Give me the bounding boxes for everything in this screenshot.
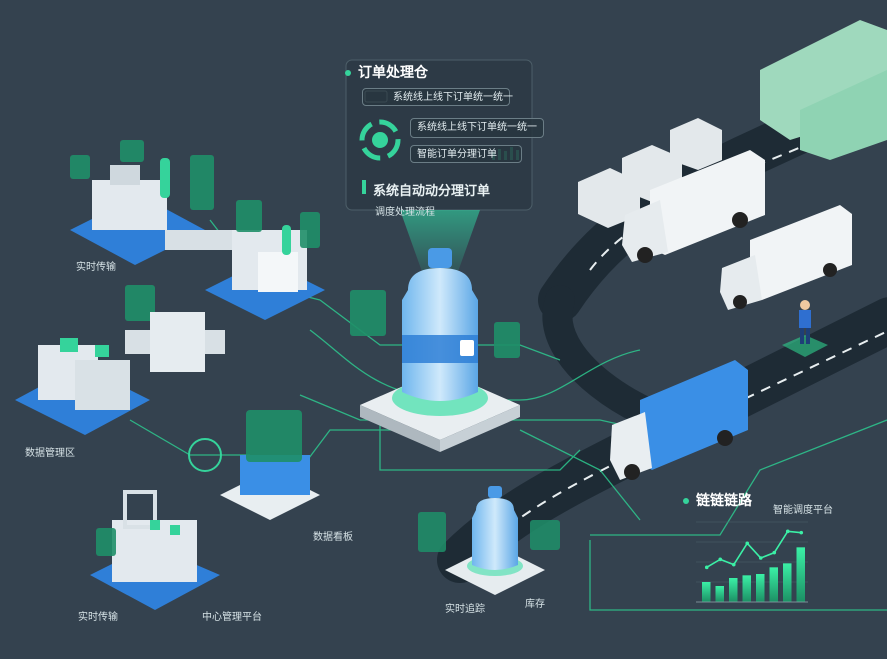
chart-line — [706, 530, 802, 569]
chart-subtitle: 智能调度平台 — [773, 505, 833, 516]
chart-bar — [729, 578, 738, 602]
label-top-left-station: 实时传输 — [76, 262, 116, 273]
holo-panel-small-left — [418, 512, 446, 552]
label-mid-left-station: 数据管理区 — [25, 448, 75, 459]
recycle-ring-center — [372, 132, 388, 148]
status-dot — [345, 70, 351, 76]
order-row-1: 系统线上线下订单统一统一 — [362, 88, 513, 106]
light-beam — [400, 210, 480, 280]
headline-marker — [362, 180, 366, 194]
worker — [782, 300, 828, 357]
recycle-ring-icon — [359, 119, 401, 161]
order-panel-headline: 系统自动动分理订单 — [373, 184, 491, 199]
label-bottom-left-platform: 中心管理平台 — [202, 612, 262, 623]
water-bottle-small — [472, 486, 518, 570]
holo-panel-small-right — [530, 520, 560, 550]
machine-station-top-mid — [205, 200, 325, 320]
chart-point — [704, 565, 709, 570]
chart-point — [758, 556, 763, 560]
chart-point — [799, 530, 804, 535]
machine-station-top-left — [70, 140, 214, 265]
chart-bar — [769, 567, 778, 602]
pipe-connector-mid — [125, 312, 225, 372]
order-row-3: 智能订单分理订单 — [410, 145, 522, 163]
chart-title-wrap: 链链链路 — [683, 490, 752, 510]
holo-panel-center-right — [494, 322, 520, 358]
chart-point — [772, 550, 777, 555]
label-bottom-left-station: 实时传输 — [78, 612, 118, 623]
chart-point — [785, 529, 790, 534]
chart-bar — [756, 574, 765, 602]
order-panel-title-wrap: 订单处理仓 — [345, 62, 428, 82]
power-icon — [188, 438, 222, 472]
chart-point — [745, 541, 750, 546]
water-bottle-large — [402, 248, 478, 401]
label-bottom-center-right: 库存 — [525, 599, 545, 610]
machine-station-bottom-left — [90, 490, 220, 610]
truck-white-top — [622, 150, 765, 263]
truck-blue — [610, 360, 748, 480]
pipe-connector-top — [165, 230, 235, 250]
order-panel-subline: 调度处理流程 — [375, 207, 435, 218]
dashboard-kiosk — [220, 410, 320, 520]
chart-area — [696, 521, 808, 603]
chart-bar — [783, 563, 792, 602]
order-row-2: 系统线上线下订单统一统一 — [410, 118, 544, 138]
chart-bar — [742, 575, 751, 602]
label-center-kiosk: 数据看板 — [313, 532, 353, 543]
chart-title: 链链链路 — [696, 493, 752, 509]
chart-bar — [702, 582, 711, 602]
chart-point — [731, 562, 736, 567]
chart-bar — [715, 586, 724, 602]
label-bottom-center-left: 实时追踪 — [445, 604, 485, 615]
chart-bar — [796, 547, 805, 602]
shipping-containers — [760, 20, 887, 160]
holo-panel-center-left — [350, 290, 386, 336]
order-panel-title: 订单处理仓 — [358, 65, 428, 81]
truck-white-mid — [720, 205, 852, 310]
chart-point — [718, 557, 723, 562]
chart-dot — [683, 498, 689, 504]
machine-station-mid-left — [15, 285, 155, 435]
